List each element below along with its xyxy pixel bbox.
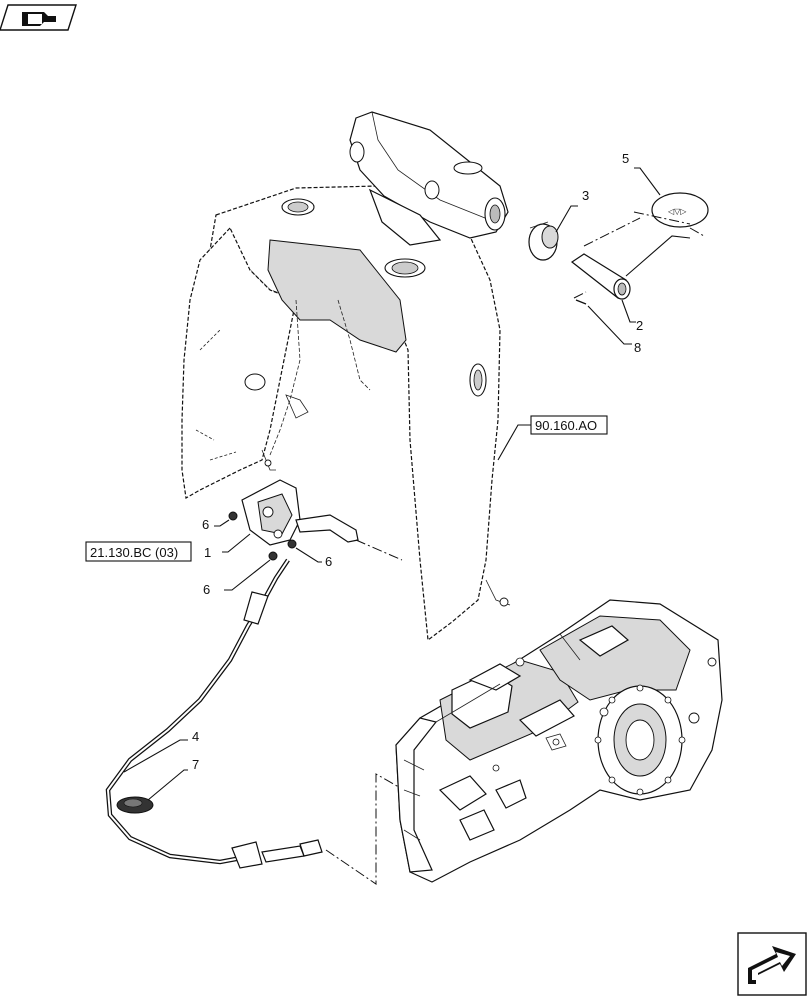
part-6-screw-lower[interactable]: [268, 551, 278, 561]
part-5-cap[interactable]: ◁▽▷: [651, 192, 709, 228]
callout-6b[interactable]: 6: [203, 582, 210, 597]
callout-7[interactable]: 7: [192, 757, 199, 772]
reference-box-90-160-ao[interactable]: 90.160.AO: [530, 415, 608, 435]
part-8-pin[interactable]: [575, 299, 587, 305]
callout-8[interactable]: 8: [634, 340, 641, 355]
part-6-screw-left[interactable]: [228, 511, 238, 521]
reference-box-21-130-bc[interactable]: 21.130.BC (03): [85, 541, 192, 562]
callout-5[interactable]: 5: [622, 151, 629, 166]
callout-6c[interactable]: 6: [325, 554, 332, 569]
callout-6a[interactable]: 6: [202, 517, 209, 532]
next-page-arrow-icon[interactable]: [737, 932, 807, 996]
callout-1[interactable]: 1: [204, 545, 211, 560]
part-1-shift-assembly[interactable]: [241, 479, 359, 546]
callout-4[interactable]: 4: [192, 729, 199, 744]
steering-column-unit: [349, 111, 509, 246]
callout-3[interactable]: 3: [582, 188, 589, 203]
part-6-screw-right[interactable]: [287, 539, 297, 549]
part-3-boot[interactable]: [528, 221, 559, 261]
part-2-knob[interactable]: [570, 253, 631, 300]
transmission-housing: [395, 599, 723, 883]
part-4-shift-cable[interactable]: [105, 558, 323, 869]
reference-label-top: 90.160.AO: [535, 418, 597, 433]
view-orientation-icon[interactable]: [0, 4, 77, 31]
part-7-grommet[interactable]: [116, 796, 154, 814]
console-housing: [181, 185, 511, 642]
reference-label-left: 21.130.BC (03): [90, 545, 178, 560]
svg-text:◁▽▷: ◁▽▷: [668, 207, 687, 216]
callout-2[interactable]: 2: [636, 318, 643, 333]
